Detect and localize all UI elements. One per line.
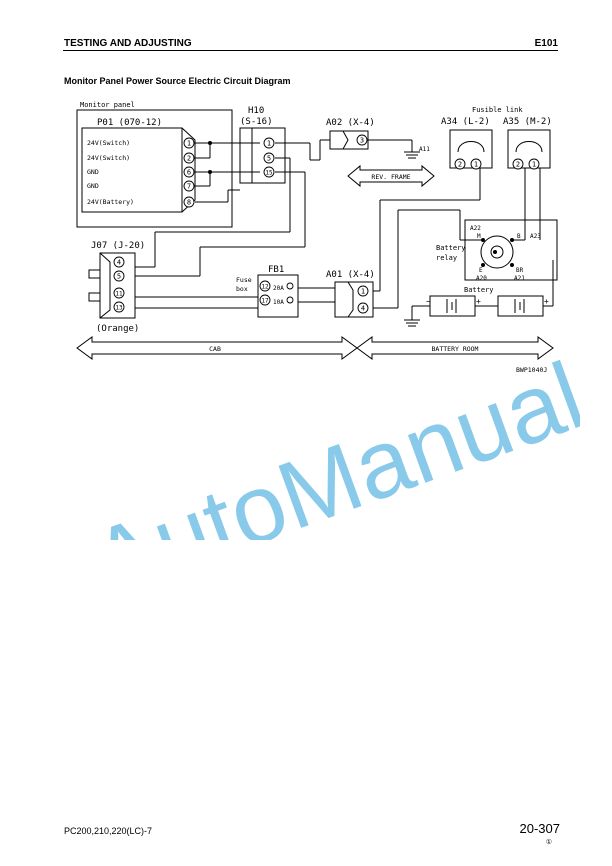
footer-model: PC200,210,220(LC)-7 [64,826,153,836]
pin-number: 5 [267,155,271,163]
j07-color: (Orange) [96,324,139,334]
relay-terminal: A23 [530,233,541,240]
a11-label: A11 [419,146,430,153]
polarity-plus: + [544,297,549,306]
polarity-minus: − [426,297,431,306]
fb1-label: FB1 [268,265,284,275]
cab-label: CAB [209,345,221,353]
pin-number: 4 [117,259,121,267]
pin-number: 2 [187,155,191,163]
a01-label: A01 (X-4) [326,270,375,280]
relay-terminal: BR [516,267,524,274]
battery-relay-label: Battery [436,244,466,252]
pin-number: 4 [361,305,365,313]
relay-terminal: E [479,267,483,274]
pin-number: 13 [115,305,123,312]
fuse-box-label-sub: box [236,285,248,293]
pin-number: 1 [267,140,271,148]
pin-number: 15 [265,170,273,177]
rev-frame-label: REV. FRAME [371,173,410,181]
p01-pin-label: 24V(Battery) [87,198,134,206]
circuit-diagram: Monitor panel P01 (070-12) 24V(Switch) 2… [76,101,558,374]
pin-number: 1 [187,140,191,148]
relay-terminal: M [477,233,481,240]
pin-number: 1 [474,161,478,169]
watermark-text: AutoManual [79,342,580,540]
j07-label: J07 (J-20) [91,241,145,251]
p01-label: P01 (070-12) [97,118,162,128]
pin-number: 12 [261,284,269,291]
relay-terminal: B [517,233,521,240]
fuse-box-label: Fuse [236,276,252,284]
page-number: 20-307 [519,821,560,836]
p01-pin-label: GND [87,182,99,190]
a02-label: A02 (X-4) [326,118,375,128]
a34-label: A34 (L-2) [441,117,490,127]
header-rule [63,50,558,51]
relay-terminal: A20 [476,275,487,282]
figure-code: BWP1040J [516,366,547,374]
h10-label-sub: (S-16) [240,117,273,127]
diagram-title: Monitor Panel Power Source Electric Circ… [64,76,291,86]
polarity-plus: + [476,297,481,306]
pin-number: 8 [187,199,191,207]
fuse-rating: 10A [273,299,284,306]
battery-label: Battery [464,286,494,294]
pin-number: 1 [532,161,536,169]
battery-relay-label-sub: relay [436,254,457,262]
p01-pin-label: GND [87,168,99,176]
a35-label: A35 (M-2) [503,117,552,127]
p01-pin-label: 24V(Switch) [87,139,130,147]
pin-number: 7 [187,183,191,191]
pin-number: 3 [360,137,364,145]
battery-room-label: BATTERY ROOM [432,345,479,353]
p01-pin-label: 24V(Switch) [87,154,130,162]
pin-number: 6 [187,169,191,177]
pin-number: 11 [115,291,123,298]
h10-label: H10 [248,106,264,116]
fuse-rating: 20A [273,285,284,292]
section-code: E101 [534,38,558,49]
pin-number: 17 [261,298,269,305]
watermark: AutoManual [79,342,580,540]
pin-number: 5 [117,273,121,281]
pin-number: 2 [458,161,462,169]
revision-mark: ① [545,839,552,846]
section-header: TESTING AND ADJUSTING [64,38,192,49]
monitor-panel-label: Monitor panel [80,101,135,109]
relay-terminal: A22 [470,225,481,232]
fusible-link-label: Fusible link [472,106,523,114]
relay-terminal: A21 [514,275,525,282]
pin-number: 2 [516,161,520,169]
pin-number: 1 [361,288,365,296]
